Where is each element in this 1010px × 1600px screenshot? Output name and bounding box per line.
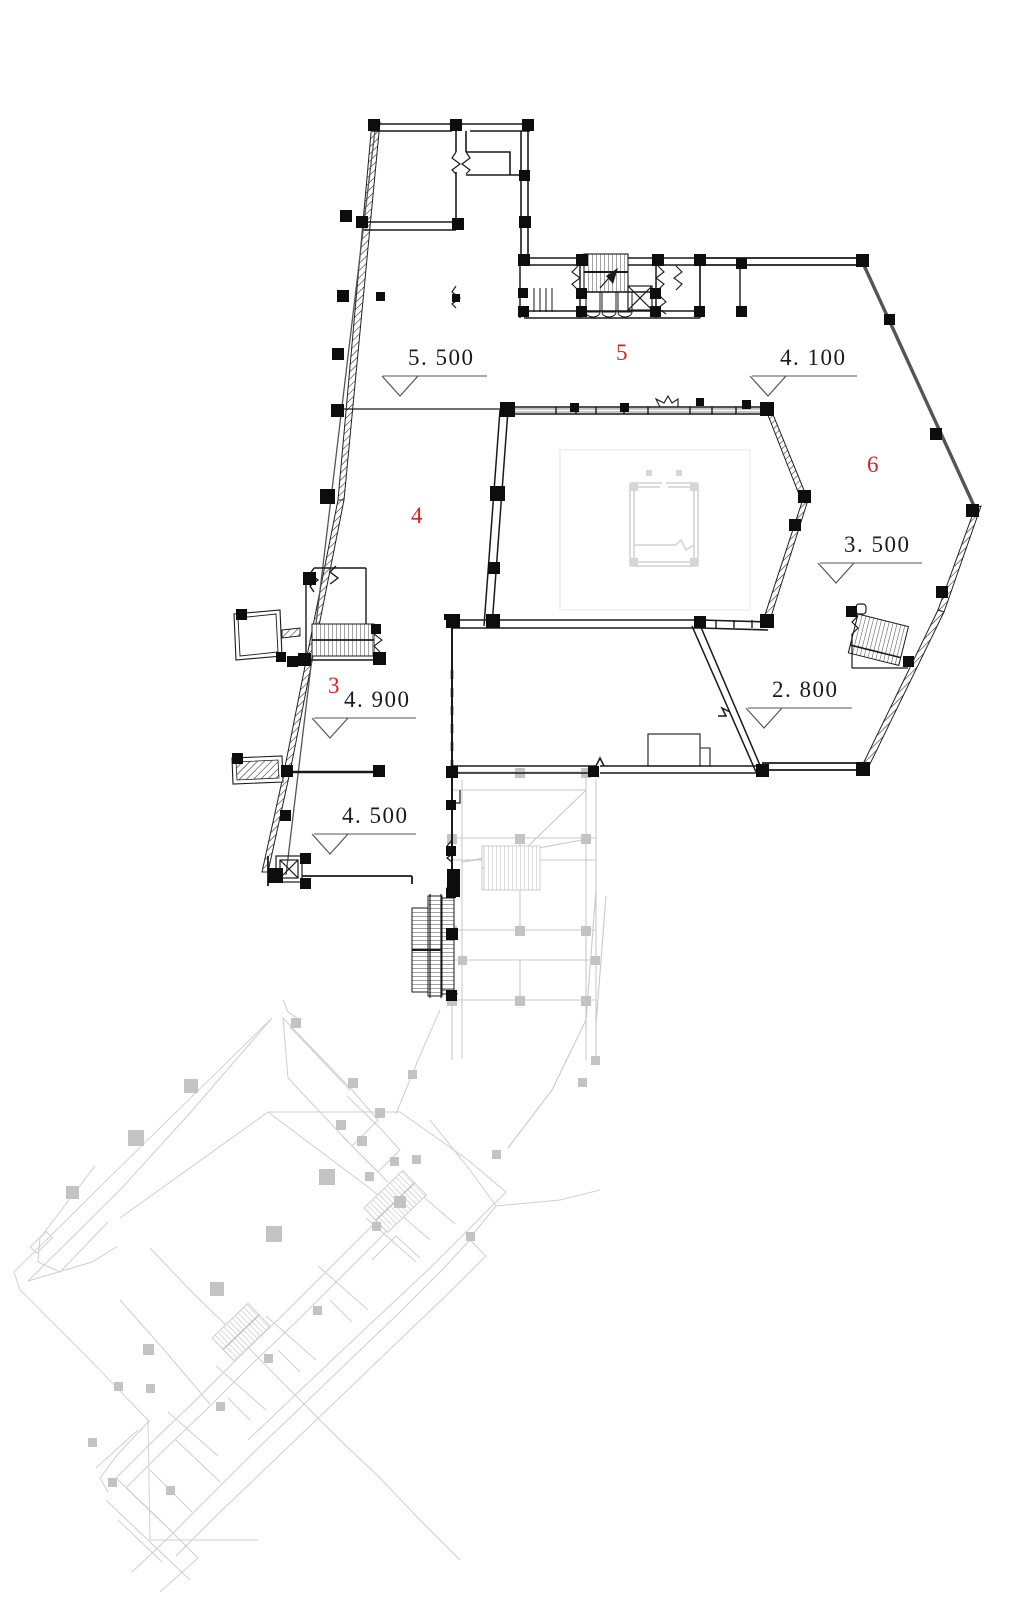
structural-columns (232, 119, 979, 1001)
core-door-symbols (571, 265, 683, 315)
railing-hatch-west-of-core (533, 288, 553, 312)
elevation-triangle-icon (381, 375, 419, 397)
courtyard-enclosure-walls (508, 406, 766, 415)
zone-labels-group: 3 4 5 6 (328, 340, 879, 698)
elevation-marker: 4. 900 (311, 687, 416, 739)
expansion-joint-symbol (654, 394, 679, 408)
west-stair-block (305, 565, 380, 661)
central-courtyard (559, 449, 751, 611)
central-grand-stair (411, 894, 458, 998)
elevation-marker: 2. 800 (745, 677, 852, 729)
zone-number-label: 4 (411, 503, 423, 528)
south-room-box (647, 733, 711, 767)
zone-number-label: 6 (867, 452, 879, 477)
elevation-value: 3. 500 (844, 532, 911, 557)
elevation-triangle-icon (745, 707, 783, 729)
elevation-marker: 4. 100 (749, 345, 857, 397)
context-lower-wing (13, 999, 601, 1593)
west-annex-box (233, 609, 301, 661)
elevation-marker: 4. 500 (311, 803, 416, 855)
core-stair-north (583, 253, 629, 293)
east-upper-diagonal-wall (860, 260, 977, 509)
west-stair-hatch (311, 623, 375, 657)
elevation-value: 5. 500 (408, 345, 475, 370)
terrace-diagonal-wall (691, 624, 763, 773)
elevation-triangle-icon (817, 562, 855, 584)
zone-number-label: 5 (616, 340, 628, 365)
elevation-markers-group: 5. 500 4. 100 3. 500 4. 900 2. 800 4. 500 (311, 345, 922, 855)
east-of-core-walls (699, 265, 741, 311)
elevation-value: 4. 100 (780, 345, 847, 370)
glazing-mullions-southeast (715, 620, 753, 628)
courtyard-west-wall (483, 409, 509, 627)
elevation-triangle-icon (311, 717, 349, 739)
upper-context-stair (483, 845, 541, 891)
elevation-marker: 3. 500 (817, 532, 922, 584)
west-lower-annex (231, 755, 284, 785)
elevation-value: 2. 800 (772, 677, 839, 702)
northeast-walls (700, 257, 862, 266)
elevation-marker: 5. 500 (381, 345, 487, 397)
elevation-value: 4. 900 (344, 687, 411, 712)
zone-number-label: 3 (328, 673, 340, 698)
southeast-walls (762, 762, 862, 771)
elevation-triangle-icon (749, 375, 787, 397)
elevation-value: 4. 500 (342, 803, 409, 828)
elevation-triangle-icon (311, 833, 349, 855)
